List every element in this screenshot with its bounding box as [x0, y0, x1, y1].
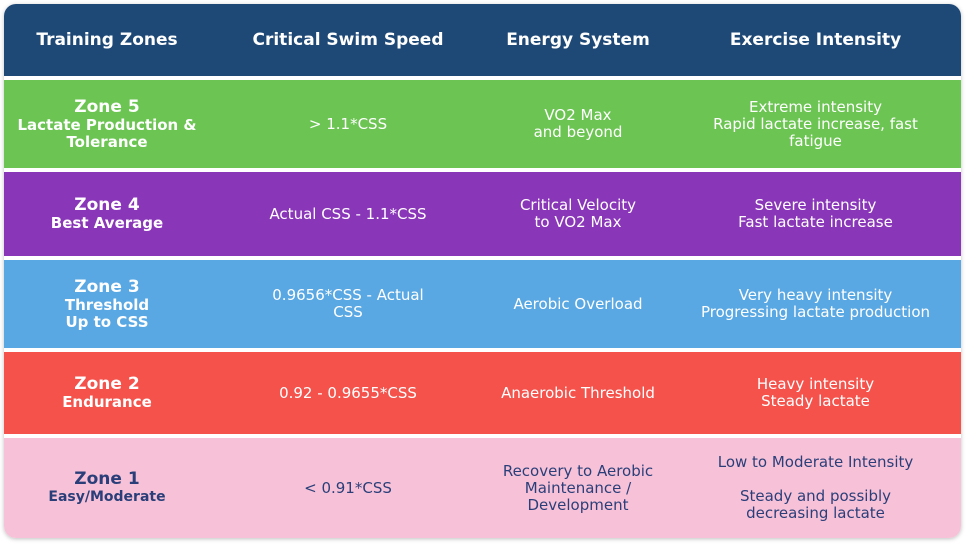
zone-cell: Zone 3 Threshold Up to CSS [4, 260, 210, 348]
training-zones-table: Training Zones Critical Swim Speed Energ… [4, 4, 961, 538]
zone-name: Zone 3 [74, 276, 140, 297]
table-row-zone-5: Zone 5 Lactate Production & Tolerance > … [4, 80, 961, 168]
energy-text: Aerobic Overload [513, 294, 643, 313]
css-value: 0.92 - 0.9655*CSS [279, 383, 417, 402]
zone-subtitle: Easy/Moderate [48, 489, 166, 505]
table-row-zone-2: Zone 2 Endurance 0.92 - 0.9655*CSS Anaer… [4, 352, 961, 434]
energy-text: Anaerobic Threshold [501, 383, 655, 402]
zone-cell: Zone 2 Endurance [4, 352, 210, 434]
header-critical-swim-speed: Critical Swim Speed [252, 29, 444, 50]
energy-cell: Aerobic Overload [486, 260, 670, 348]
energy-text: Recovery to Aerobic [502, 461, 654, 480]
table-row-zone-4: Zone 4 Best Average Actual CSS - 1.1*CSS… [4, 172, 961, 256]
intensity-text: Low to Moderate Intensity [717, 453, 914, 471]
header-training-zones: Training Zones [36, 29, 178, 50]
zone-name: Zone 4 [74, 195, 140, 215]
css-value: < 0.91*CSS [304, 478, 392, 497]
energy-text: and beyond [533, 123, 623, 141]
intensity-text: Fast lactate increase [738, 213, 893, 231]
energy-cell: Anaerobic Threshold [486, 352, 670, 434]
table-row-zone-1: Zone 1 Easy/Moderate < 0.91*CSS Recovery… [4, 438, 961, 538]
zone-subtitle: Tolerance [66, 132, 148, 151]
css-value: CSS [333, 303, 363, 321]
zone-cell: Zone 1 Easy/Moderate [4, 438, 210, 538]
zone-subtitle: Lactate Production & [17, 115, 197, 134]
energy-text: to VO2 Max [534, 213, 622, 231]
table-header-row: Training Zones Critical Swim Speed Energ… [4, 4, 961, 76]
intensity-text: Rapid lactate increase, fast [713, 114, 918, 133]
zone-subtitle: Endurance [62, 393, 152, 411]
intensity-text: Heavy intensity [756, 375, 875, 393]
energy-text: VO2 Max [544, 106, 612, 124]
intensity-text: Extreme intensity [749, 97, 882, 116]
intensity-text: Steady lactate [761, 392, 870, 410]
css-cell: > 1.1*CSS [210, 80, 486, 168]
table-row-zone-3: Zone 3 Threshold Up to CSS 0.9656*CSS - … [4, 260, 961, 348]
intensity-text: Severe intensity [754, 196, 877, 214]
intensity-cell: Severe intensity Fast lactate increase [670, 172, 961, 256]
zone-subtitle: Threshold [64, 295, 150, 314]
intensity-text: fatigue [789, 131, 842, 150]
intensity-cell: Heavy intensity Steady lactate [670, 352, 961, 434]
zone-subtitle: Up to CSS [65, 312, 149, 331]
energy-text: Maintenance / [524, 478, 632, 497]
css-cell: 0.9656*CSS - Actual CSS [210, 260, 486, 348]
zone-name: Zone 5 [74, 96, 140, 117]
energy-text: Development [527, 495, 629, 514]
css-value: > 1.1*CSS [308, 114, 388, 133]
intensity-text: Steady and possibly [739, 487, 892, 505]
energy-cell: VO2 Max and beyond [486, 80, 670, 168]
header-energy-system: Energy System [506, 29, 650, 50]
zone-cell: Zone 4 Best Average [4, 172, 210, 256]
zone-cell: Zone 5 Lactate Production & Tolerance [4, 80, 210, 168]
energy-cell: Recovery to Aerobic Maintenance / Develo… [486, 438, 670, 538]
zone-name: Zone 2 [74, 374, 140, 394]
zone-subtitle: Best Average [50, 214, 164, 232]
intensity-text: Very heavy intensity [738, 286, 893, 304]
css-value: Actual CSS - 1.1*CSS [269, 204, 427, 223]
intensity-cell: Very heavy intensity Progressing lactate… [670, 260, 961, 348]
header-exercise-intensity: Exercise Intensity [729, 29, 902, 50]
css-cell: < 0.91*CSS [210, 438, 486, 538]
intensity-text: decreasing lactate [746, 504, 885, 522]
css-cell: 0.92 - 0.9655*CSS [210, 352, 486, 434]
energy-text: Critical Velocity [519, 196, 637, 214]
css-cell: Actual CSS - 1.1*CSS [210, 172, 486, 256]
intensity-text: Progressing lactate production [700, 303, 931, 321]
zone-name: Zone 1 [74, 469, 140, 489]
css-value: 0.9656*CSS - Actual [272, 286, 424, 304]
intensity-cell: Low to Moderate Intensity Steady and pos… [670, 438, 961, 538]
energy-cell: Critical Velocity to VO2 Max [486, 172, 670, 256]
intensity-cell: Extreme intensity Rapid lactate increase… [670, 80, 961, 168]
